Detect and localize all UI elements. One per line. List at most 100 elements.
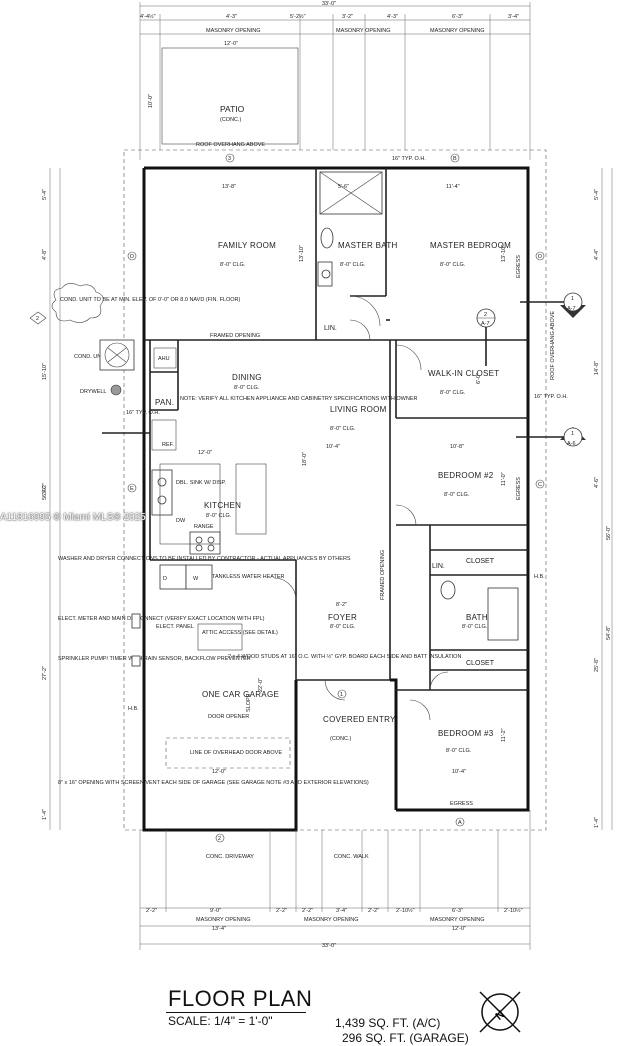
foyer-clg: 8'-0" CLG. xyxy=(330,624,356,630)
note-2-diamond xyxy=(29,311,47,325)
dim-left-seg-1: 5'-4" xyxy=(42,189,48,200)
area-garage: 296 SQ. FT. (GARAGE) xyxy=(342,1031,469,1045)
typ-oh-label-right: 16" TYP. O.H. xyxy=(534,394,568,400)
grid-2-bottom: 2 xyxy=(218,836,221,842)
title-underline xyxy=(166,1012,306,1013)
roof-overhang-right-label: ROOF OVERHANG ABOVE xyxy=(550,311,556,380)
left-dimensions: 56'-0" 5'-4" 4'-8" 15'-10" 3'-2" 27'-2" … xyxy=(42,168,61,830)
covered-entry-sub: (CONC.) xyxy=(330,736,352,742)
mls-watermark: A11816995 ® Miami MLS® 2025 xyxy=(0,512,146,523)
room-labels: FAMILY ROOM 8'-0" CLG. MASTER BATH 8'-0"… xyxy=(155,241,556,860)
grid-3-top: 3 xyxy=(228,156,231,162)
dim-bed3-w: 10'-4" xyxy=(452,769,466,775)
plan-title: FLOOR PLAN xyxy=(168,986,313,1011)
dim-top-overall: 33'-0" xyxy=(322,1,336,7)
hb-label-left: H.B. xyxy=(128,706,139,712)
cond-unit-label: COND. UNIT xyxy=(74,354,107,360)
note-screen-vent: 8" x 16" OPENING WITH SCREEN VENT EACH S… xyxy=(58,780,369,786)
grid-d-left: D xyxy=(130,254,134,260)
note-cond-unit-elev: COND. UNIT TO BE AT MIN. ELEV. OF 0'-0" … xyxy=(60,297,241,303)
range-label: RANGE xyxy=(194,524,214,530)
door-opener-label: DOOR OPENER xyxy=(208,714,249,720)
dim-bottom-overall: 33'-0" xyxy=(322,943,336,949)
dim-left-seg-3: 15'-10" xyxy=(42,363,48,380)
doors xyxy=(273,295,449,721)
grid-e-left: E xyxy=(130,486,134,492)
bath-name: BATH xyxy=(466,613,488,622)
dim-mbath-w: 5'-6" xyxy=(338,184,349,190)
dim-left-seg-4: 3'-2" xyxy=(42,483,48,494)
walkin-closet-name: WALK-IN CLOSET xyxy=(428,369,499,378)
north-arrow-circle xyxy=(481,993,519,1031)
dim-bottom-seg-4: 2'-2" xyxy=(302,908,313,914)
masonry-opening-bottom-1: MASONRY OPENING xyxy=(196,917,251,923)
conc-driveway-label: CONC. DRIVEWAY xyxy=(206,854,254,860)
ahu-label: AHU xyxy=(158,356,170,362)
exterior-walls xyxy=(142,166,530,832)
section-a7-top-ref: A-7 xyxy=(481,321,490,327)
wood-studs-note: 2 x 4 WOOD STUDS AT 16" O.C. WITH ½" GYP… xyxy=(228,653,461,660)
dim-bottom-seg-8: 6'-3" xyxy=(452,908,463,914)
dim-bed2-depth: 11'-0" xyxy=(501,472,507,486)
slope-label: SLOPE xyxy=(246,693,252,712)
bath-clg: 8'-0" CLG. xyxy=(462,624,488,630)
dim-walkin-d: 6'-0" xyxy=(476,373,482,384)
roof-overhang-label: ROOF OVERHANG ABOVE xyxy=(196,142,265,148)
bedroom3-name: BEDROOM #3 xyxy=(438,729,494,738)
dim-family-depth: 13'-10" xyxy=(299,245,305,262)
dim-left-seg-2: 4'-8" xyxy=(42,249,48,260)
hb-label-right: H.B. xyxy=(534,574,545,580)
fixtures xyxy=(151,171,519,641)
living-room-clg: 8'-0" CLG. xyxy=(330,426,356,432)
garage-name: ONE CAR GARAGE xyxy=(202,690,279,699)
drywell-label: DRYWELL xyxy=(80,389,107,395)
masonry-opening-top-2: MASONRY OPENING xyxy=(336,28,391,34)
note-cond-unit-elev-text: COND. UNIT TO BE AT MIN. ELEV. OF 0'-0" … xyxy=(60,297,241,303)
patio-sub: (CONC.) xyxy=(220,117,242,123)
dim-right-seg-2: 4'-4" xyxy=(594,249,600,260)
washer-label: W xyxy=(193,576,199,582)
roof-overhang-outline xyxy=(123,149,547,831)
dim-right-seg-4: 4'-6" xyxy=(594,477,600,488)
dim-top-seg-4: 3'-2" xyxy=(342,14,353,20)
dim-top-seg-1: 4'-4½" xyxy=(140,13,156,20)
dw-label: DW xyxy=(176,518,186,524)
right-dimensions: 56'-0" 5'-4" 4'-4" 14'-8" 4'-6" 54'-8" 2… xyxy=(392,156,613,830)
dim-left-seg-5: 27'-2" xyxy=(42,666,48,680)
masonry-opening-top-3: MASONRY OPENING xyxy=(430,28,485,34)
section-a7-right-ref: A-7 xyxy=(567,306,576,312)
dim-bottom-seg-3: 2'-2" xyxy=(276,908,287,914)
closet-1-label: CLOSET xyxy=(466,558,495,565)
egress-label-1: EGRESS xyxy=(516,255,522,278)
elect-meter-symbol xyxy=(131,613,141,629)
patio: PATIO (CONC.) ROOF OVERHANG ABOVE 10'-0" xyxy=(148,47,299,148)
masonry-opening-top-1: MASONRY OPENING xyxy=(206,28,261,34)
verify-kitchen-note: NOTE: VERIFY ALL KITCHEN APPLIANCE AND C… xyxy=(180,396,417,402)
section-a6-right-ref: A-6 xyxy=(567,441,576,447)
dim-top-seg-3: 5'-2½" xyxy=(290,13,306,20)
overhead-door-label: LINE OF OVERHEAD DOOR ABOVE xyxy=(190,750,282,756)
area-ac: 1,439 SQ. FT. (A/C) xyxy=(335,1016,441,1030)
family-room-name: FAMILY ROOM xyxy=(218,241,276,250)
kitchen-name: KITCHEN xyxy=(204,501,241,510)
north-arrow-label: N xyxy=(493,1008,507,1022)
dim-right-seg-6: 25'-8" xyxy=(594,658,600,672)
section-a7-top-num: 2 xyxy=(484,312,487,318)
dim-bed2-w: 10'-8" xyxy=(450,444,464,450)
dim-bottom-seg-1: 2'-2" xyxy=(146,908,157,914)
dim-top-seg-2: 4'-3" xyxy=(226,14,237,20)
dim-living-depth: 18'-0" xyxy=(302,452,308,466)
master-bath-clg: 8'-0" CLG. xyxy=(340,262,366,268)
top-dimensions: 33'-0" 4'-4½" 4'-3" 5'-2½" 3'-2" 4'-3" 6… xyxy=(139,1,531,160)
grid-b-top: B xyxy=(453,156,457,162)
walkin-closet-clg: 8'-0" CLG. xyxy=(440,390,466,396)
linen-2-label: LIN. xyxy=(432,563,445,570)
section-a7-right-num: 1 xyxy=(571,296,574,302)
room-dimensions: 13'-8" 5'-6" 11'-4" 13'-10" 13'-10" 10'-… xyxy=(198,184,507,775)
bedroom2-clg: 8'-0" CLG. xyxy=(444,492,470,498)
dining-name: DINING xyxy=(232,373,262,382)
master-bedroom-name: MASTER BEDROOM xyxy=(430,241,511,250)
masonry-opening-bottom-2: MASONRY OPENING xyxy=(304,917,359,923)
pantry-label: PAN. xyxy=(155,398,174,407)
